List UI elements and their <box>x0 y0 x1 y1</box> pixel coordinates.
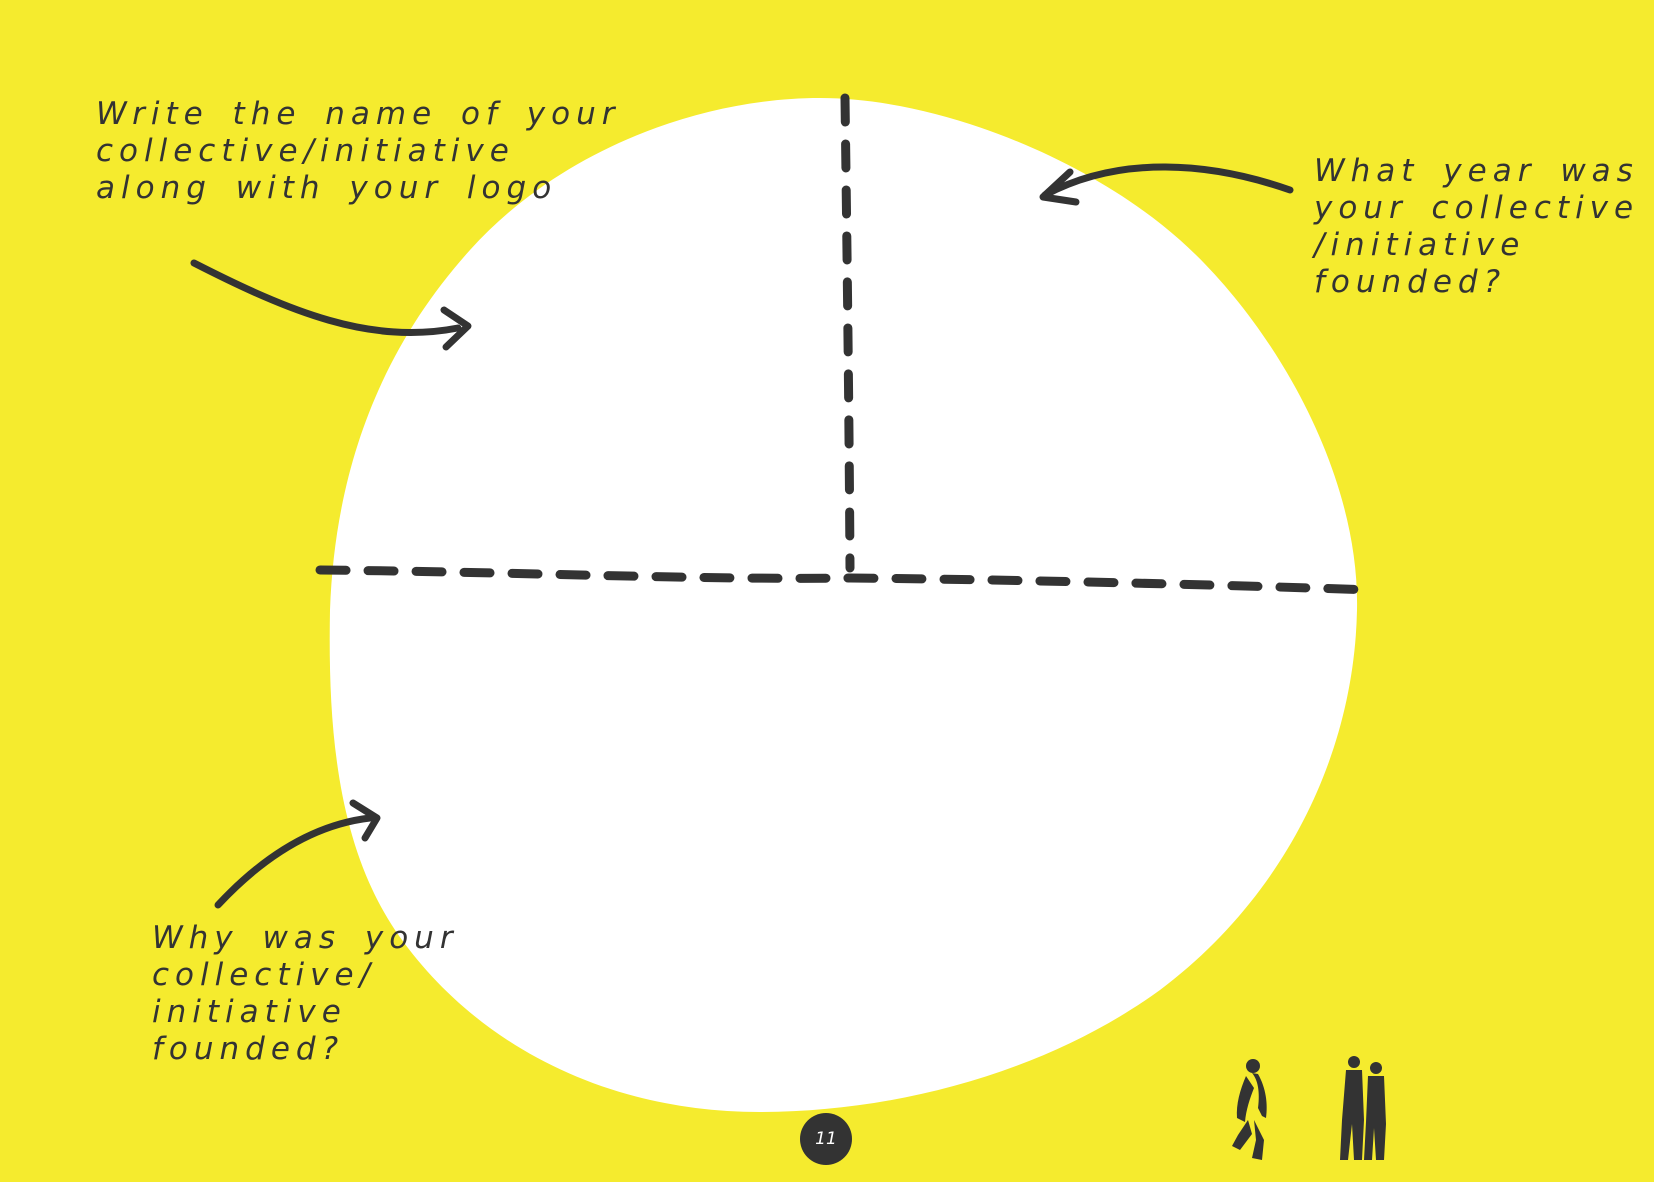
hand-drawn-arrows <box>190 163 1294 909</box>
arrow-to-why-section-icon <box>214 799 381 909</box>
prompt-line: along with your logo <box>96 170 558 206</box>
prompt-line: Why was your <box>152 920 459 956</box>
prompt-line: collective/initiative <box>96 133 515 169</box>
arrow-to-year-section-icon <box>1039 163 1294 206</box>
vertical-dashed-divider <box>840 93 855 573</box>
prompt-line: initiative <box>152 994 347 1030</box>
walking-person-silhouette-icon <box>1232 1059 1267 1160</box>
prompt-line: your collective <box>1314 190 1640 226</box>
people-silhouettes <box>1232 1056 1386 1160</box>
two-people-silhouette-icon <box>1340 1056 1386 1160</box>
prompt-line: Write the name of your <box>96 96 621 132</box>
prompt-founding-reason: Why was your collective/ initiative foun… <box>152 920 459 1068</box>
arrow-to-name-section-icon <box>190 259 472 351</box>
prompt-founding-year: What year was your collective /initiativ… <box>1314 153 1639 301</box>
prompt-line: founded? <box>1314 264 1507 300</box>
prompt-line: /initiative <box>1314 227 1526 263</box>
dashed-divider-lines <box>315 93 1380 595</box>
horizontal-dashed-divider <box>315 565 1380 595</box>
page-number-badge: 11 <box>800 1113 852 1165</box>
prompt-line: What year was <box>1314 153 1639 189</box>
prompt-line: collective/ <box>152 957 376 993</box>
prompt-collective-name: Write the name of your collective/initia… <box>96 96 620 207</box>
prompt-line: founded? <box>152 1031 345 1067</box>
white-circle-canvas <box>329 98 1358 1112</box>
